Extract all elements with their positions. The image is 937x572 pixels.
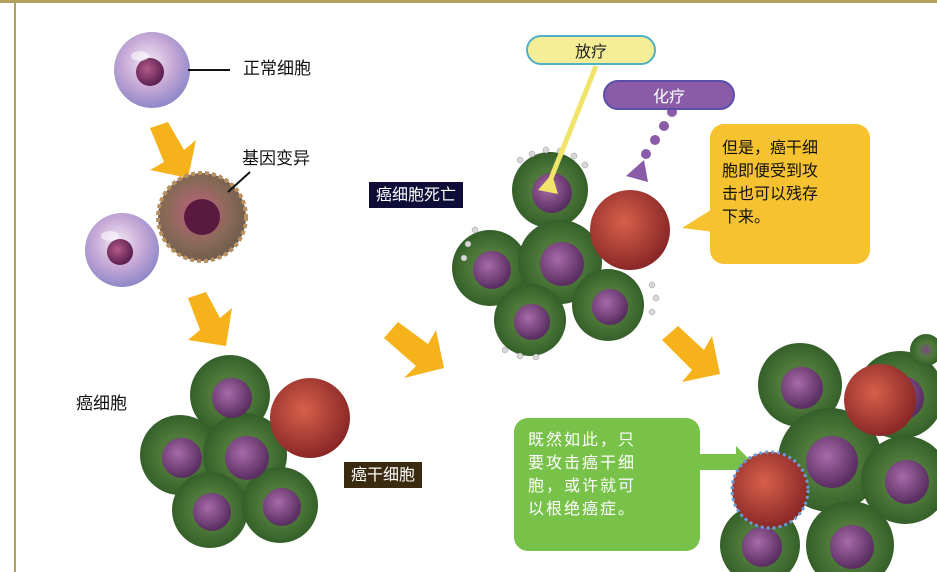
radiotherapy-pill: 放疗 xyxy=(526,35,656,65)
gene-mutation-leader-line xyxy=(227,171,251,193)
normal-cell-2-icon xyxy=(85,213,159,287)
normal-cell-label: 正常细胞 xyxy=(243,59,311,79)
survive-speech-bubble: 但是，癌干细 胞即便受到攻 击也可以残存 下来。 xyxy=(710,124,870,264)
chemotherapy-dots-icon xyxy=(626,107,677,182)
normal-cell-icon xyxy=(114,32,190,108)
target-line-3: 胞，或许就可 xyxy=(528,476,637,495)
survive-bubble-tail xyxy=(682,208,714,232)
target-line-4: 以根绝癌症。 xyxy=(528,499,637,518)
survive-line-1: 但是，癌干细 xyxy=(722,138,819,157)
radiotherapy-arrowhead-icon xyxy=(538,174,558,194)
survive-line-4: 下来。 xyxy=(722,207,771,226)
cancer-stem-cell-tag: 癌干细胞 xyxy=(344,462,423,488)
large-cancer-cluster-icon xyxy=(720,334,937,572)
frame-left-border xyxy=(14,0,16,572)
target-line-2: 要攻击癌干细 xyxy=(528,453,637,472)
dying-cancer-cluster-icon xyxy=(452,146,670,361)
frame-top-border xyxy=(0,0,937,3)
gene-mutation-label: 基因变异 xyxy=(242,149,310,169)
target-line-1: 既然如此，只 xyxy=(528,430,637,449)
chemotherapy-pill: 化疗 xyxy=(603,80,735,110)
right-arrow-2-icon xyxy=(662,326,720,382)
target-speech-bubble: 既然如此，只 要攻击癌干细 胞，或许就可 以根绝癌症。 xyxy=(514,418,700,551)
right-arrow-1-icon xyxy=(384,322,444,378)
cancer-cell-label: 癌细胞 xyxy=(76,394,127,414)
radiotherapy-beam xyxy=(545,65,599,187)
cancer-cell-death-tag: 癌细胞死亡 xyxy=(369,182,464,208)
survive-line-2: 胞即便受到攻 xyxy=(722,161,819,180)
down-arrow-1-icon xyxy=(150,122,196,178)
survive-line-3: 击也可以残存 xyxy=(722,184,819,203)
cancer-cell-cluster-icon xyxy=(140,355,350,548)
down-arrow-2-icon xyxy=(188,292,232,346)
mutated-cell-icon xyxy=(156,171,248,263)
